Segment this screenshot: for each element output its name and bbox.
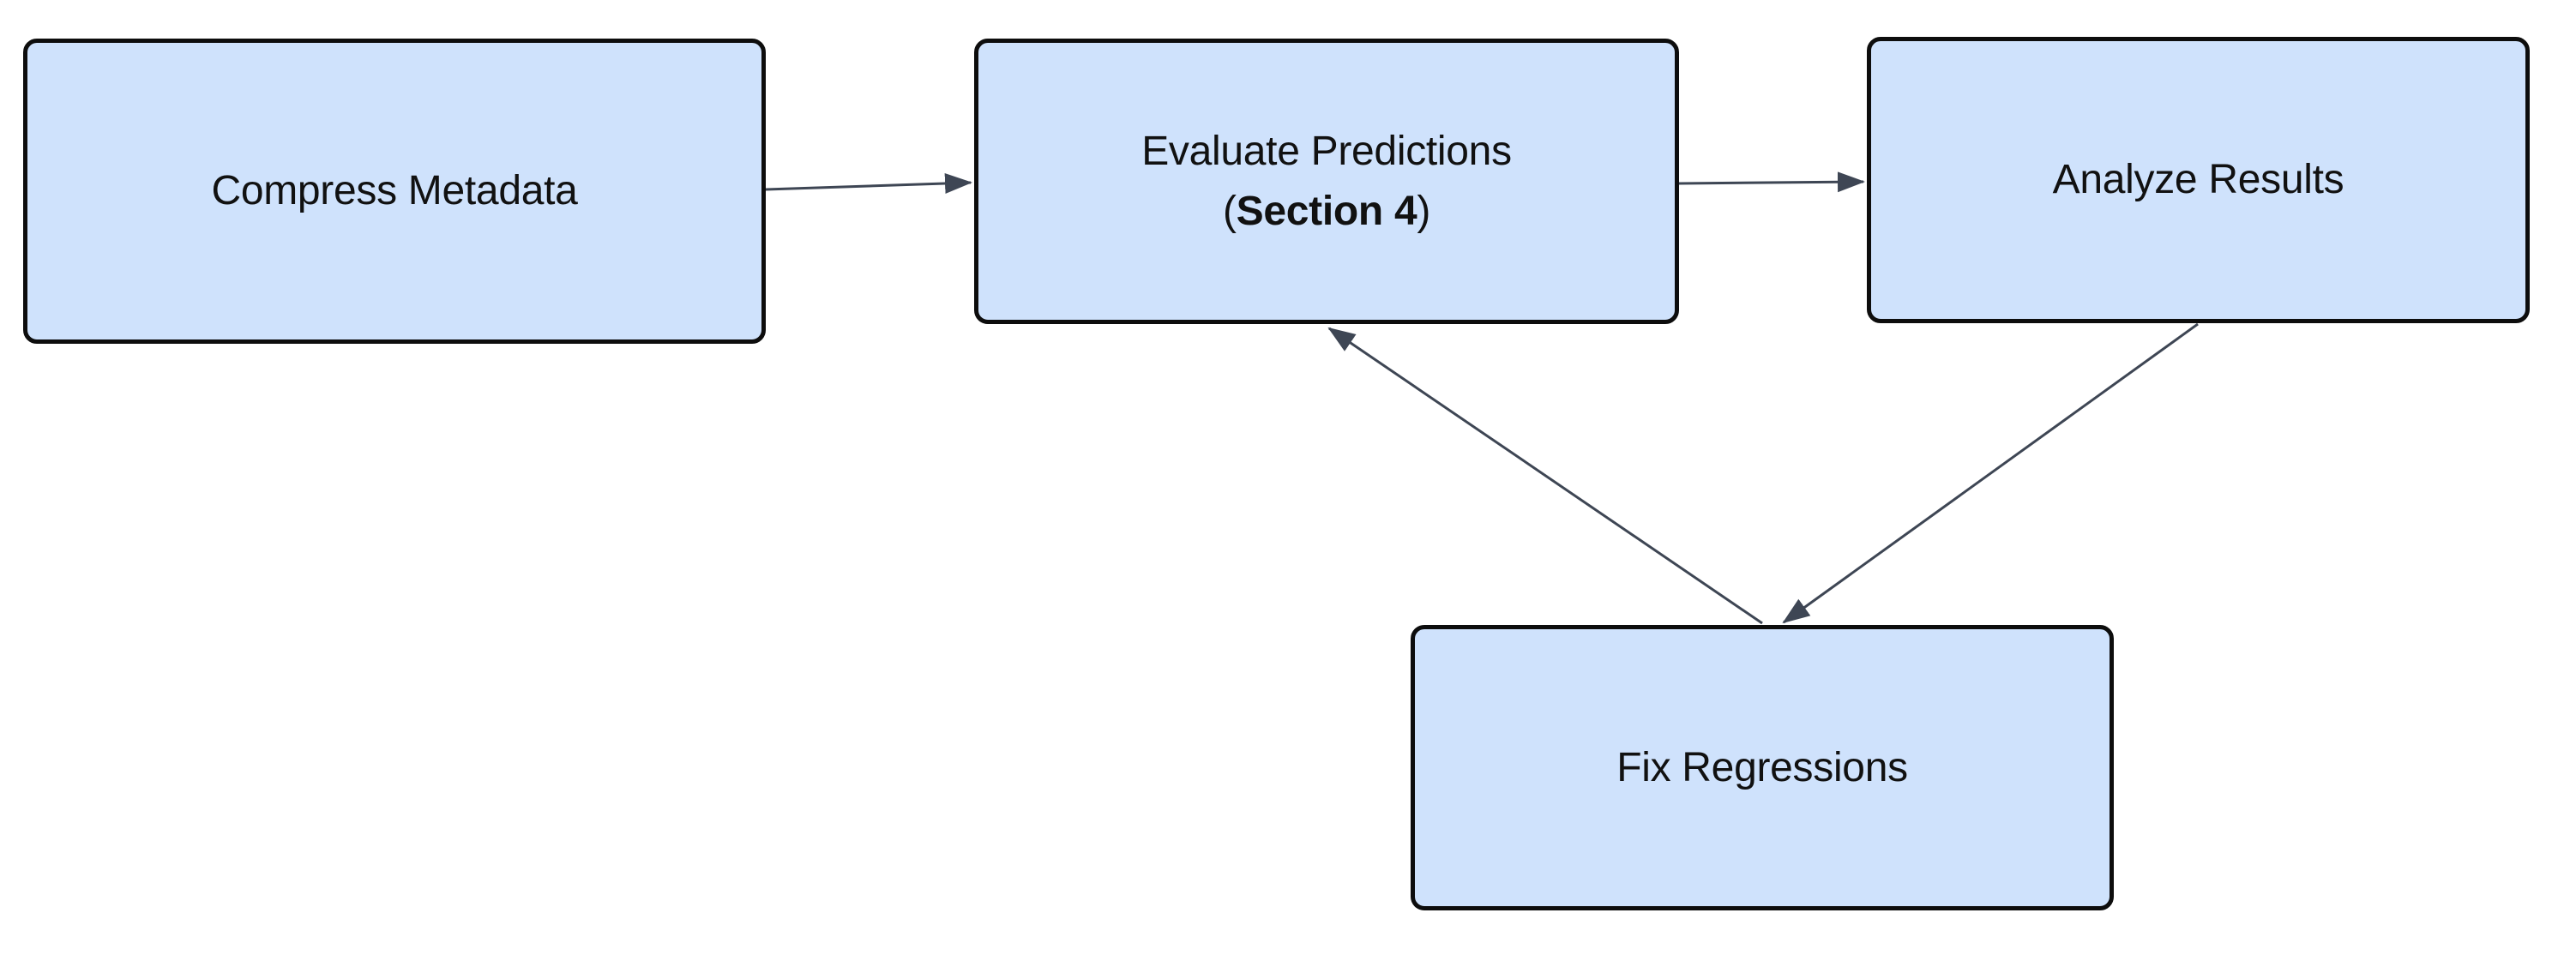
node-fix-regressions[interactable]: Fix Regressions [1411,625,2114,910]
section-reference: Section 4 [1236,188,1417,234]
edge-compress-to-evaluate [765,173,972,194]
paren-close: ) [1417,188,1431,234]
node-compress-metadata[interactable]: Compress Metadata [23,39,766,344]
node-label-line2: (Section 4) [1223,182,1430,242]
node-analyze-results[interactable]: Analyze Results [1867,37,2530,323]
node-evaluate-predictions[interactable]: Evaluate Predictions (Section 4) [974,39,1679,324]
node-label-line1: Evaluate Predictions [1141,128,1512,174]
paren-open: ( [1222,188,1237,234]
node-label: Fix Regressions [1616,744,1908,790]
edge-fix-to-evaluate [1327,327,1763,625]
edge-analyze-to-fix [1782,322,2199,624]
node-label: Compress Metadata [211,168,578,213]
edge-evaluate-to-analyze [1678,171,1865,193]
node-label: Analyze Results [2052,157,2344,202]
